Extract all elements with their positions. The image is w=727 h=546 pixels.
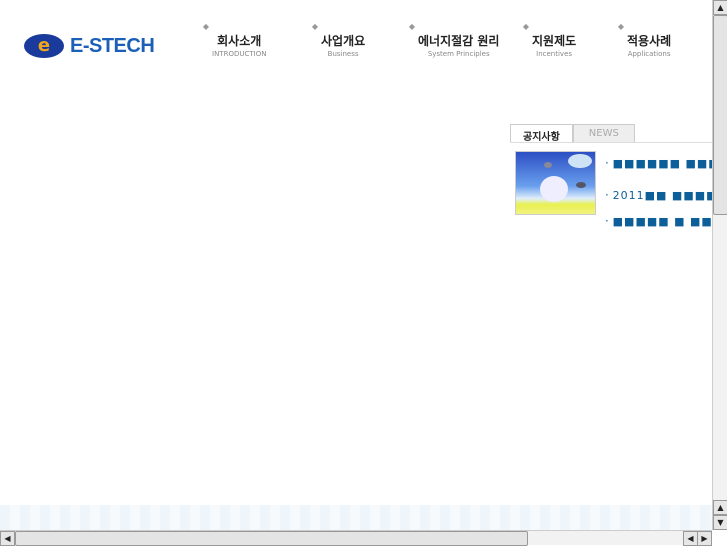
horizontal-scroll-thumb[interactable] (15, 531, 528, 546)
tab-notice[interactable]: 공지사항 (510, 124, 573, 143)
news-tabs: 공지사항 NEWS (510, 124, 635, 143)
scroll-up-arrow-icon[interactable]: ▲ (713, 0, 727, 15)
news-item[interactable]: · 2011■■ ■■■■ (605, 188, 712, 202)
nav-bullet-icon: ◆ (617, 22, 625, 31)
logo-text: E-STECH (70, 34, 155, 57)
nav-label: 회사소개 (217, 34, 262, 48)
notice-thumbnail-image (515, 151, 596, 215)
nav-sublabel: Business (327, 50, 359, 58)
news-title[interactable]: ■■■■■■ ■■■ (612, 157, 712, 170)
footer-wave-decoration (0, 505, 712, 530)
vertical-scrollbar[interactable]: ▲ ▲ ▼ (712, 0, 727, 530)
nav-label: 에너지절감 원리 (418, 34, 500, 48)
scroll-up-arrow-icon[interactable]: ▲ (713, 500, 727, 515)
nav-label: 사업개요 (321, 34, 366, 48)
nav-bullet-icon: ◆ (202, 22, 210, 31)
logo-mark: e (24, 34, 64, 58)
news-item[interactable]: · ■■■■■ ■ ■■■ (605, 214, 712, 228)
tab-news[interactable]: NEWS (572, 124, 635, 142)
news-title[interactable]: ■■■■■ ■ ■■■ (612, 215, 712, 228)
logo[interactable]: e E-STECH (24, 34, 155, 58)
scroll-down-arrow-icon[interactable]: ▼ (713, 515, 727, 530)
vertical-scroll-thumb[interactable] (713, 15, 727, 215)
horizontal-scrollbar[interactable]: ◀ ◀ ▶ (0, 530, 712, 546)
bullet: · (605, 188, 609, 202)
nav-label: 지원제도 (532, 34, 577, 48)
nav-sublabel: INTRODUCTION (212, 50, 267, 58)
nav-sublabel: System Principles (427, 50, 490, 58)
nav-incentives[interactable]: ◆ 지원제도 Incentives (523, 22, 577, 58)
nav-system-principles[interactable]: ◆ 에너지절감 원리 System Principles (409, 22, 500, 58)
scroll-left-arrow-icon[interactable]: ◀ (0, 531, 15, 546)
nav-bullet-icon: ◆ (522, 22, 530, 31)
nav-introduction[interactable]: ◆ 회사소개 INTRODUCTION (203, 22, 267, 58)
nav-bullet-icon: ◆ (408, 22, 416, 31)
bullet: · (605, 156, 609, 170)
nav-label: 적용사례 (627, 34, 672, 48)
news-title[interactable]: 2011■■ ■■■■ (612, 189, 712, 202)
nav-sublabel: Applications (627, 50, 671, 58)
scroll-right-arrow-icon[interactable]: ▶ (697, 531, 712, 546)
nav-business[interactable]: ◆ 사업개요 Business (312, 22, 366, 58)
tab-divider (510, 142, 712, 143)
nav-bullet-icon: ◆ (311, 22, 319, 31)
news-item[interactable]: · ■■■■■■ ■■■ (605, 156, 712, 170)
scroll-left-arrow-icon[interactable]: ◀ (683, 531, 698, 546)
bullet: · (605, 214, 609, 228)
nav-sublabel: Incentives (536, 50, 573, 58)
nav-applications[interactable]: ◆ 적용사례 Applications (618, 22, 672, 58)
